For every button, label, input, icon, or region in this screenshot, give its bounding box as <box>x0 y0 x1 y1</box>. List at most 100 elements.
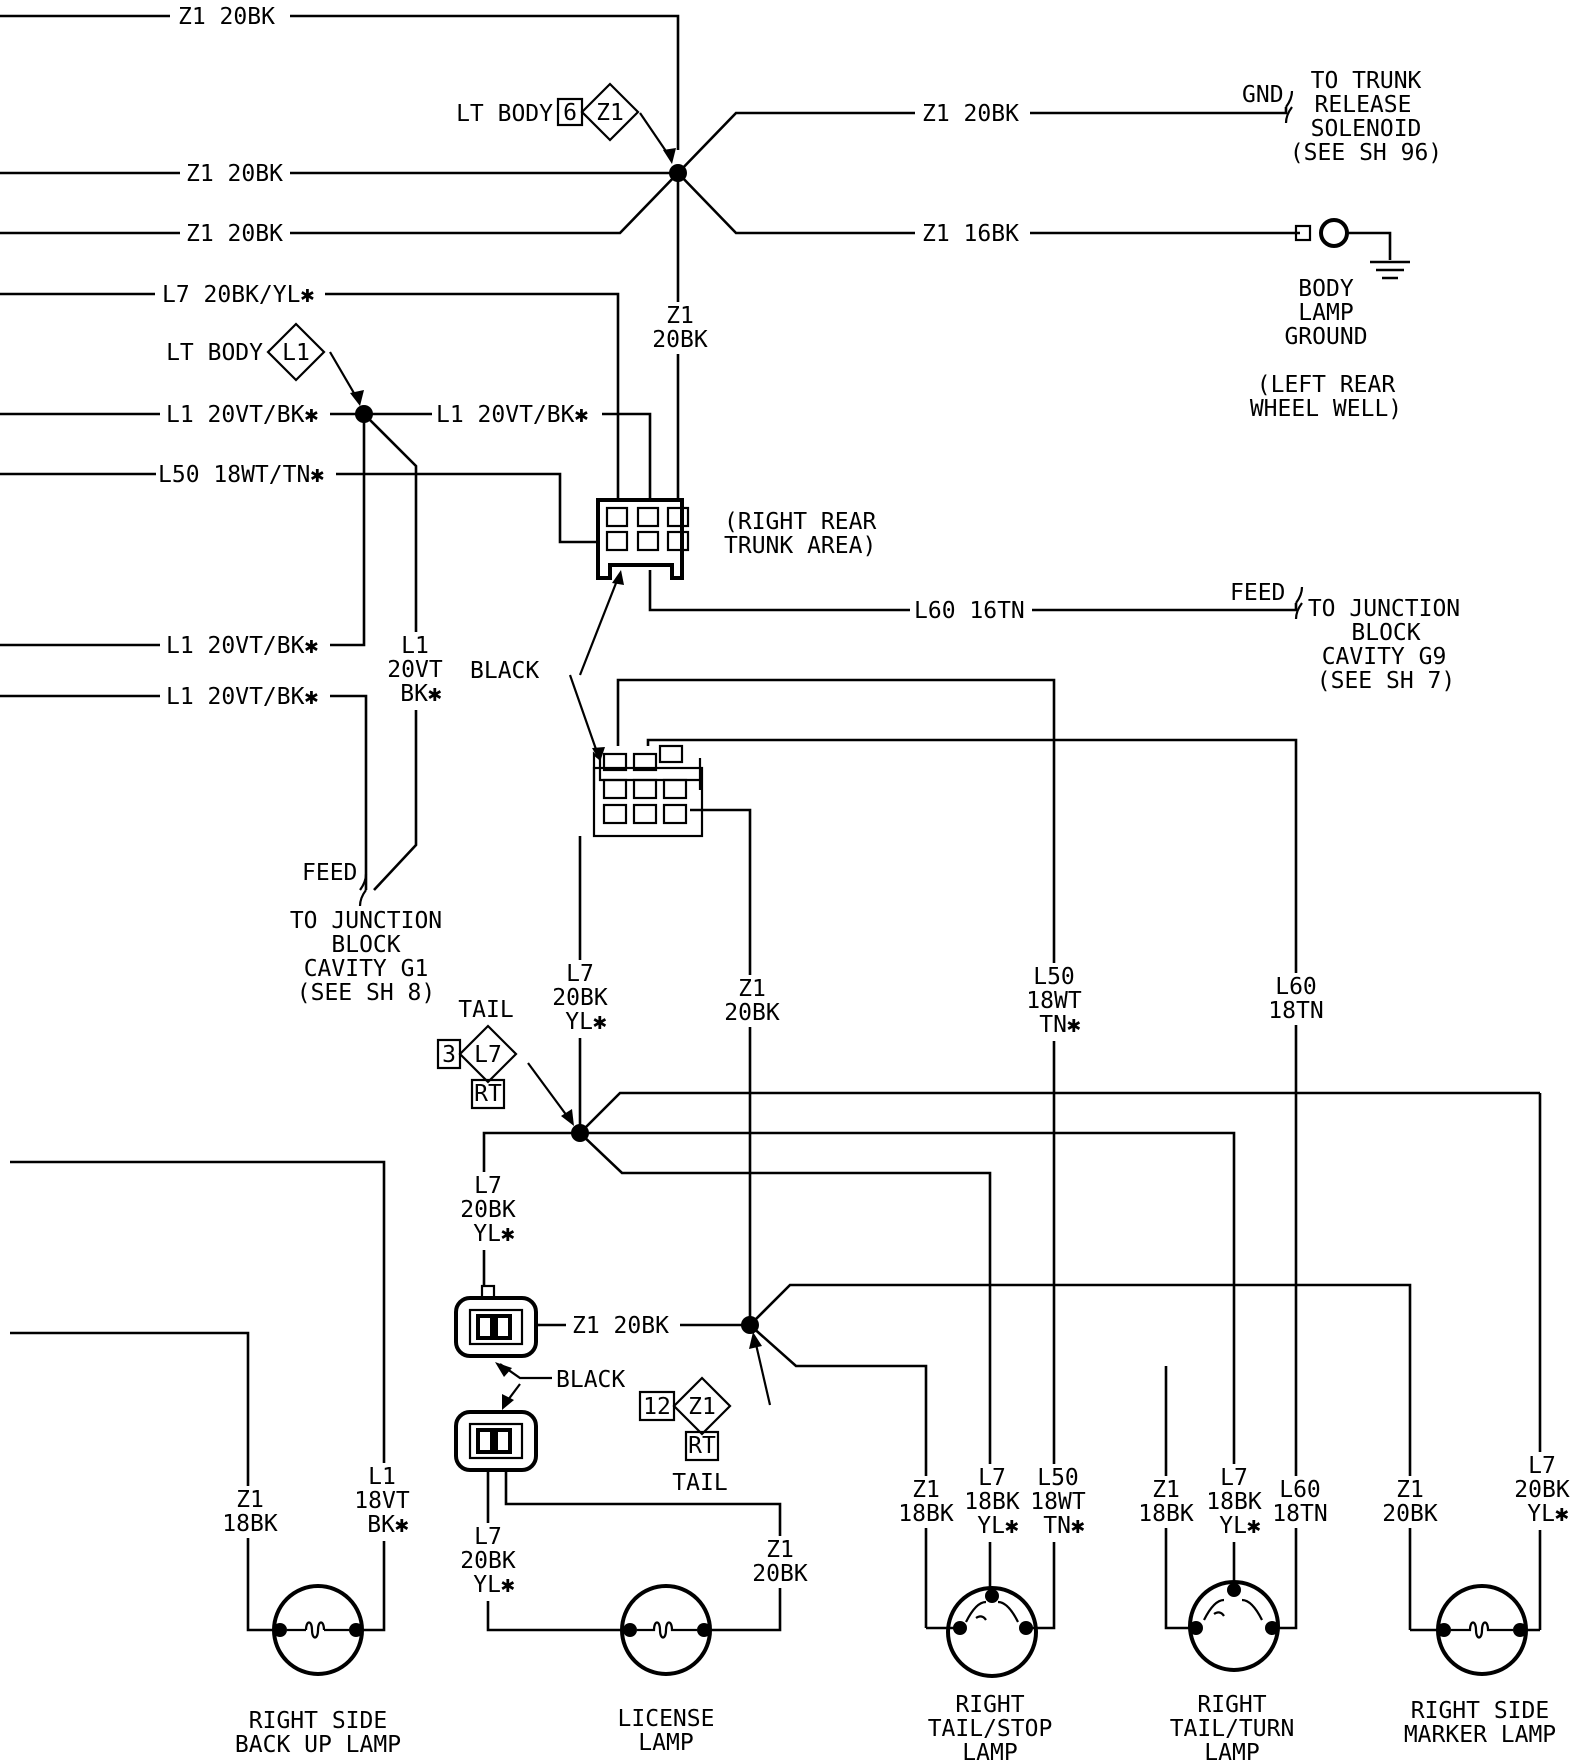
wire-label-backup-l1-1: L1 <box>368 1464 396 1490</box>
wire-label-l1-left-a: L1 20VT/BK✱ <box>166 402 318 428</box>
wire-label-l60-feed: L60 16TN <box>914 598 1025 624</box>
wire-label-backup-z1-2: 18BK <box>222 1511 278 1537</box>
wire-label-z1-vertical-1: Z1 <box>666 303 694 329</box>
wire-label-splice-b: Z1 20BK <box>186 221 283 247</box>
wire-label-marker-z1-2: 20BK <box>1382 1501 1438 1527</box>
wire-label-l50-down-3: TN✱ <box>1039 1012 1081 1038</box>
splice-tag-lt-body-l1: LT BODY L1 <box>166 322 326 382</box>
wire-label-marker-l7-3: YL✱ <box>1527 1501 1569 1527</box>
wire-label-l7-left: L7 20BK/YL✱ <box>162 282 314 308</box>
trunk-connector: (RIGHT REAR TRUNK AREA) <box>596 498 876 580</box>
body-lamp-ground: BODY LAMP GROUND (LEFT REAR WHEEL WELL) <box>1250 218 1410 422</box>
wire-label-l50-down-1: L50 <box>1033 964 1075 990</box>
splice-tag-tail-l7-id: L7 <box>474 1042 502 1068</box>
wire-label-license-l7-3: YL✱ <box>473 1572 515 1598</box>
junction-g9-line-2: BLOCK <box>1351 620 1420 646</box>
license-lamp <box>620 1584 712 1676</box>
lamp-wiring <box>482 1062 1542 1630</box>
wire-label-l7-down-1: L7 <box>566 961 594 987</box>
trunk-area-line-2: TRUNK AREA) <box>724 533 876 559</box>
lamp-feed-wiring <box>568 570 1298 1530</box>
wire-label-marker-l7-1: L7 <box>1528 1453 1556 1479</box>
wire-label-turn-l7-1: L7 <box>1220 1465 1248 1491</box>
trunk-release-line-2: RELEASE <box>1315 92 1412 118</box>
lamp-label-license-1: LICENSE <box>618 1706 715 1732</box>
junction-g1-line-2: BLOCK <box>331 932 400 958</box>
wire-label-license-l7-1: L7 <box>474 1524 502 1550</box>
wire-label-body-ground: Z1 16BK <box>922 221 1019 247</box>
lamp-label-tail-stop-3: LAMP <box>962 1740 1017 1764</box>
tail-turn-lamp <box>1164 1366 1298 1672</box>
ground-label-2: LAMP <box>1298 300 1353 326</box>
lamp-label-marker-1: RIGHT SIDE <box>1411 1698 1549 1724</box>
junction-g9-line-1: TO JUNCTION <box>1308 596 1460 622</box>
wire-label-turn-z1-1: Z1 <box>1152 1477 1180 1503</box>
splice-tag-prefix: LT BODY <box>456 101 553 127</box>
splice-tag-tail-z1-label: TAIL <box>672 1470 727 1496</box>
feed-g9-label: FEED <box>1230 580 1285 606</box>
plate-connector-color-label: BLACK <box>556 1367 625 1393</box>
wire-label-l7-down-2: 20BK <box>552 985 608 1011</box>
splice-tag-tail-z1-side: RT <box>688 1433 716 1459</box>
splice-tag-l1-prefix: LT BODY <box>166 340 263 366</box>
wire-label-stop-l50-2: 18WT <box>1030 1489 1086 1515</box>
wire-label-z1-down-1: Z1 <box>738 976 766 1002</box>
trunk-release-line-4: (SEE SH 96) <box>1290 140 1442 166</box>
splice-tag-tail-l7-side: RT <box>474 1081 502 1107</box>
lamp-label-tail-stop-1: RIGHT <box>955 1692 1024 1718</box>
wire-label-l1-right: L1 20VT/BK✱ <box>436 402 588 428</box>
splice-tag-number: 6 <box>563 100 577 126</box>
wire-label-license-l7-2: 20BK <box>460 1548 516 1574</box>
wire-label-z1-down-2: 20BK <box>724 1000 780 1026</box>
wire-label-license-z1-1: Z1 <box>766 1537 794 1563</box>
lamp-label-license-2: LAMP <box>638 1730 693 1756</box>
wire-label-l1-left-c: L1 20VT/BK✱ <box>166 684 318 710</box>
splice-tag-id: Z1 <box>596 100 624 126</box>
junction-g1-line-1: TO JUNCTION <box>290 908 442 934</box>
backup-lamp-wiring <box>10 1160 386 1632</box>
splice-tag-lt-body-z1: LT BODY 6 Z1 <box>456 82 640 142</box>
wheel-well-line-1: (LEFT REAR <box>1257 372 1396 398</box>
wire-label-l7-plate-1: L7 <box>474 1173 502 1199</box>
junction-g1-reference: FEED TO JUNCTION BLOCK CAVITY G1 (SEE SH… <box>290 860 442 1006</box>
wire-label-z1-vertical-2: 20BK <box>652 327 708 353</box>
splice-tag-tail-l7: TAIL 3 L7 RT <box>436 997 518 1110</box>
wire-label-turn-l7-2: 18BK <box>1206 1489 1262 1515</box>
wire-label-splice-a: Z1 20BK <box>186 161 283 187</box>
wire-label-turn-z1-2: 18BK <box>1138 1501 1194 1527</box>
wire-label-l1-vert-1: L1 <box>401 633 429 659</box>
trunk-area-wiring <box>0 292 1298 891</box>
ground-label-3: GROUND <box>1284 324 1367 350</box>
trunk-release-reference: GND TO TRUNK RELEASE SOLENOID (SEE SH 96… <box>1242 68 1442 166</box>
splice-dot-z1 <box>669 164 687 182</box>
wire-label-l7-down-3: YL✱ <box>565 1009 607 1035</box>
splice-tag-tail-l7-num: 3 <box>442 1042 456 1068</box>
lamp-label-tail-turn-2: TAIL/TURN <box>1170 1716 1295 1742</box>
splice-tag-tail-z1-id: Z1 <box>688 1394 716 1420</box>
junction-g1-line-4: (SEE SH 8) <box>297 980 435 1006</box>
license-connector-pair <box>454 1284 782 1632</box>
marker-lamp <box>1410 1584 1540 1676</box>
wire-label-l1-left-b: L1 20VT/BK✱ <box>166 633 318 659</box>
wire-label-backup-l1-2: 18VT <box>354 1488 410 1514</box>
wire-label-trunk-release: Z1 20BK <box>922 101 1019 127</box>
tail-stop-lamp <box>926 1525 1056 1678</box>
splice-dot-tail-z1 <box>741 1316 759 1334</box>
lamp-label-backup-2: BACK UP LAMP <box>235 1732 401 1758</box>
wire-label-l50-left: L50 18WT/TN✱ <box>158 462 324 488</box>
wire-label-z1-plate: Z1 20BK <box>572 1313 669 1339</box>
backup-lamp <box>272 1584 364 1676</box>
wire-label-backup-z1-1: Z1 <box>236 1487 264 1513</box>
wire-label-l60-down-2: 18TN <box>1268 998 1323 1024</box>
wire-label-top: Z1 20BK <box>178 4 275 30</box>
wire-label-stop-l50-1: L50 <box>1037 1465 1079 1491</box>
wire-label-l50-down-2: 18WT <box>1026 988 1082 1014</box>
splice-dot-l1 <box>355 405 373 423</box>
connector-color-label: BLACK <box>470 658 539 684</box>
junction-g1-line-3: CAVITY G1 <box>304 956 429 982</box>
wire-label-stop-z1-1: Z1 <box>912 1477 940 1503</box>
tail-stop-lamp-bulb-icon <box>946 1586 1038 1678</box>
feed-g1-label: FEED <box>302 860 357 886</box>
